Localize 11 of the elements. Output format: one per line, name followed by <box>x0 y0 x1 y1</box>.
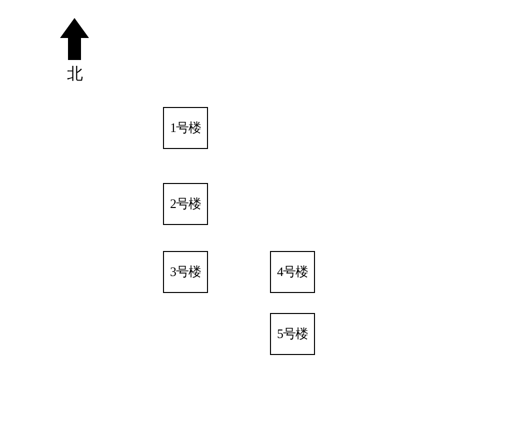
building-box <box>163 107 208 149</box>
building-label: 3号楼 <box>170 263 201 281</box>
building-box <box>270 313 315 355</box>
building-label: 2号楼 <box>170 195 201 213</box>
north-label: 北 <box>67 66 83 84</box>
building-box <box>163 183 208 225</box>
building-label: 5号楼 <box>277 325 308 343</box>
building-label: 4号楼 <box>277 263 308 281</box>
building-box <box>270 251 315 293</box>
building-label: 1号楼 <box>170 119 201 137</box>
building-box <box>163 251 208 293</box>
